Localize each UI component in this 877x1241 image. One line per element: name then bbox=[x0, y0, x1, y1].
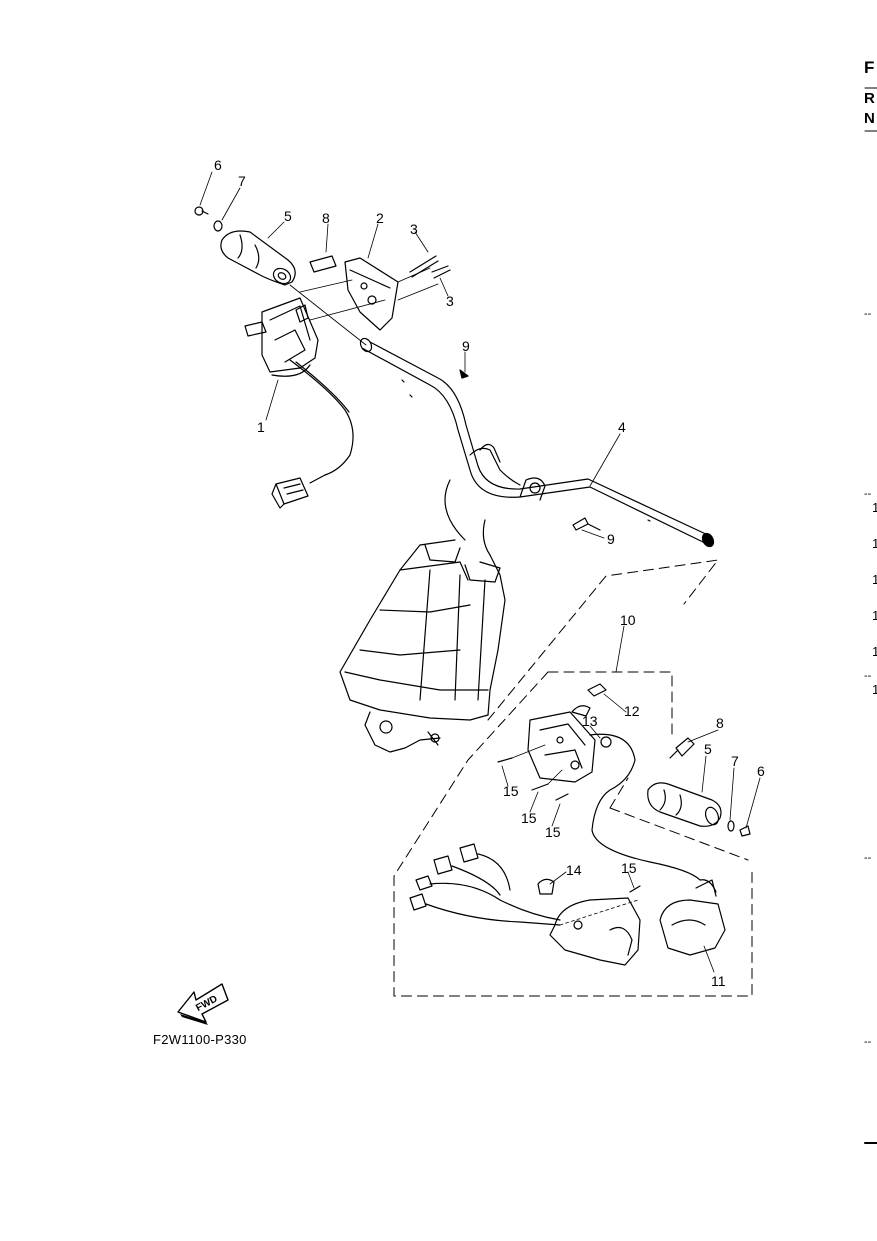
callout: 14 bbox=[566, 862, 582, 878]
callout: 15 bbox=[545, 824, 561, 840]
edge-letter: R bbox=[864, 90, 875, 107]
edge-number: 1 bbox=[872, 500, 877, 515]
callout: 8 bbox=[322, 210, 330, 226]
fwd-arrow-icon: FWD bbox=[177, 983, 229, 1025]
callout: 6 bbox=[757, 763, 765, 779]
edge-letter: F bbox=[864, 58, 875, 77]
callout: 3 bbox=[446, 293, 454, 309]
right-edge-rules bbox=[864, 87, 877, 1144]
steering-column bbox=[339, 443, 546, 753]
callout: 11 bbox=[711, 973, 726, 989]
edge-number: 1 bbox=[872, 682, 877, 697]
right-grip bbox=[647, 737, 751, 837]
callout: 8 bbox=[716, 715, 724, 731]
callout: 5 bbox=[284, 208, 292, 224]
edge-dash: -- bbox=[864, 852, 872, 864]
callout: 7 bbox=[238, 173, 246, 189]
callout: 7 bbox=[731, 753, 739, 769]
callout: 4 bbox=[618, 419, 626, 435]
callout: 15 bbox=[521, 810, 537, 826]
diagram-code: F2W1100-P330 bbox=[153, 1032, 247, 1047]
edge-dash: -- bbox=[864, 670, 872, 682]
callout: 1 bbox=[257, 419, 265, 435]
edge-letter: N bbox=[864, 110, 875, 127]
edge-number: 1 bbox=[872, 536, 877, 551]
edge-dash: -- bbox=[864, 488, 872, 500]
callout: 10 bbox=[620, 612, 636, 628]
leader-lines bbox=[199, 171, 761, 973]
callout: 9 bbox=[607, 531, 615, 547]
wiring-harness bbox=[409, 843, 641, 966]
callout: 9 bbox=[462, 338, 470, 354]
outline-group-10 bbox=[393, 671, 753, 997]
handlebar-holder bbox=[309, 255, 451, 331]
right-lower-housing bbox=[659, 879, 726, 956]
callout: 6 bbox=[214, 157, 222, 173]
edge-dash: -- bbox=[864, 1036, 872, 1048]
right-switch bbox=[497, 683, 701, 881]
callout: 3 bbox=[410, 221, 418, 237]
outline-right-grip bbox=[487, 559, 749, 861]
callouts: 6 7 5 8 2 3 3 9 1 4 9 10 12 13 8 5 7 6 1… bbox=[214, 157, 765, 989]
edge-number: 1 bbox=[872, 644, 877, 659]
callout: 15 bbox=[621, 860, 637, 876]
assembly-lines bbox=[289, 267, 439, 346]
edge-number: 1 bbox=[872, 608, 877, 623]
callout: 13 bbox=[582, 713, 598, 729]
edge-number: 1 bbox=[872, 572, 877, 587]
left-switch bbox=[244, 297, 354, 509]
callout: 5 bbox=[704, 741, 712, 757]
callout: 15 bbox=[503, 783, 519, 799]
handlebar bbox=[359, 337, 715, 548]
screw-9-upper bbox=[459, 369, 469, 379]
callout: 12 bbox=[624, 703, 640, 719]
edge-dash: -- bbox=[864, 308, 872, 320]
callout: 2 bbox=[376, 210, 384, 226]
screw-9-lower bbox=[572, 517, 601, 531]
left-grip bbox=[194, 206, 296, 286]
